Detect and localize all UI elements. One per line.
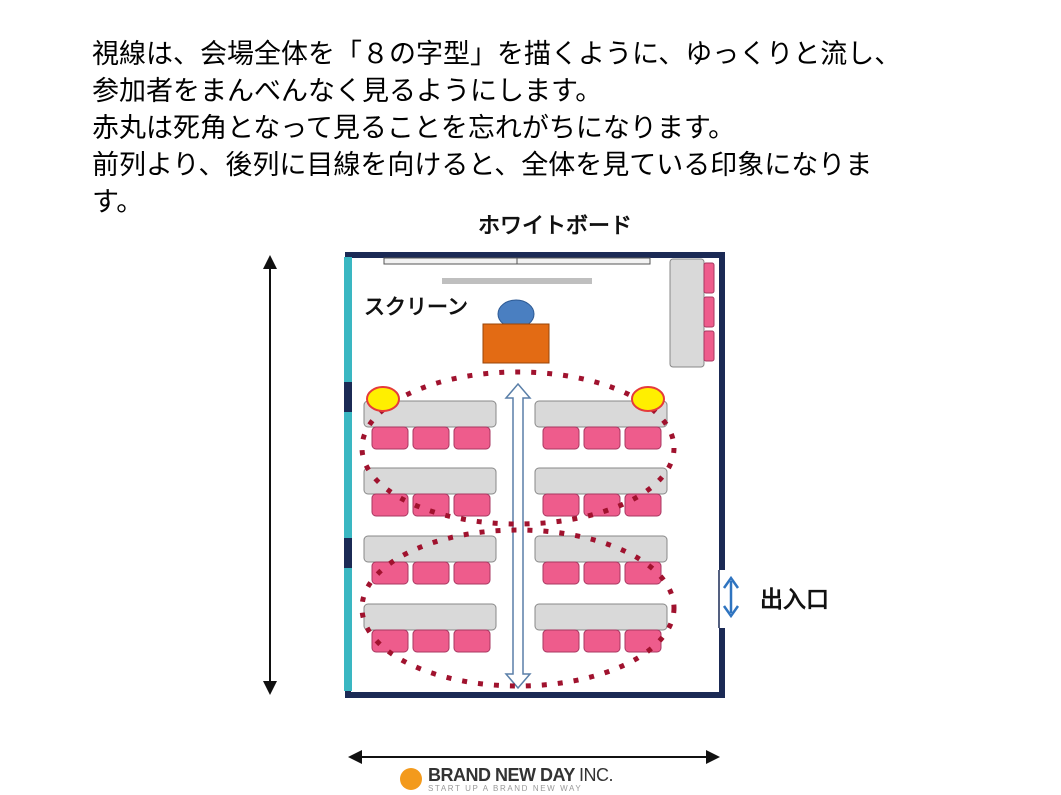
entrance-arrow-head-top bbox=[722, 575, 740, 589]
figure-eight-upper-loop bbox=[359, 369, 677, 527]
blind-spot-right bbox=[631, 386, 665, 412]
entrance-arrow-head-bottom bbox=[722, 605, 740, 619]
desk-right-row-4 bbox=[534, 603, 668, 631]
desk-left-row-4 bbox=[363, 603, 497, 631]
side-chair bbox=[703, 262, 715, 294]
chair bbox=[453, 426, 491, 450]
projection-screen bbox=[442, 278, 592, 284]
chair bbox=[371, 426, 409, 450]
entrance-opening bbox=[716, 570, 728, 628]
whiteboard-label: ホワイトボード bbox=[478, 214, 632, 239]
screen-label: スクリーン bbox=[364, 295, 468, 319]
side-desk bbox=[669, 258, 705, 368]
chair bbox=[453, 561, 491, 585]
side-chair bbox=[703, 330, 715, 362]
brand-logo: BRAND NEW DAY INC. START UP A BRAND NEW … bbox=[400, 763, 614, 795]
chair bbox=[453, 493, 491, 517]
chair bbox=[412, 426, 450, 450]
window-divider bbox=[344, 538, 352, 568]
chair bbox=[412, 629, 450, 653]
blind-spot-left bbox=[366, 386, 400, 412]
instruction-line-4: 前列より、後列に目線を向けると、全体を見ている印象になりま bbox=[92, 150, 873, 181]
chair bbox=[542, 426, 580, 450]
instruction-line-5: す。 bbox=[92, 187, 144, 218]
chair bbox=[412, 493, 450, 517]
chair bbox=[624, 426, 662, 450]
instruction-line-3: 赤丸は死角となって見ることを忘れがちになります。 bbox=[92, 113, 736, 144]
desk-left-row-3 bbox=[363, 535, 497, 563]
chair bbox=[624, 493, 662, 517]
chair bbox=[624, 561, 662, 585]
instruction-line-2: 参加者をまんべんなく見るようにします。 bbox=[92, 76, 603, 107]
chair bbox=[624, 629, 662, 653]
chair bbox=[542, 493, 580, 517]
logo-inc: INC. bbox=[579, 764, 614, 785]
entrance-label: 出入口 bbox=[760, 587, 829, 613]
logo-circle-icon bbox=[400, 768, 422, 790]
figure-eight-lower-loop bbox=[359, 527, 677, 689]
chair bbox=[583, 561, 621, 585]
window bbox=[344, 257, 352, 691]
podium bbox=[482, 323, 550, 364]
window-divider bbox=[344, 382, 352, 412]
logo-brand-text: BRAND NEW DAY INC. bbox=[428, 764, 614, 785]
logo-tagline: START UP A BRAND NEW WAY bbox=[428, 783, 583, 793]
desk-left-row-2 bbox=[363, 467, 497, 495]
chair bbox=[542, 561, 580, 585]
chair bbox=[371, 493, 409, 517]
chair bbox=[412, 561, 450, 585]
chair bbox=[583, 629, 621, 653]
desk-rows bbox=[363, 400, 668, 653]
chair bbox=[583, 493, 621, 517]
instruction-line-1: 視線は、会場全体を「８の字型」を描くように、ゆっくりと流し、 bbox=[92, 39, 902, 70]
chair bbox=[453, 629, 491, 653]
center-aisle-arrow bbox=[504, 382, 532, 690]
side-chair bbox=[703, 296, 715, 328]
instruction-text: 視線は、会場全体を「８の字型」を描くように、ゆっくりと流し、 参加者をまんべんな… bbox=[92, 36, 1042, 221]
desk-right-row-3 bbox=[534, 535, 668, 563]
chair bbox=[583, 426, 621, 450]
chair bbox=[542, 629, 580, 653]
